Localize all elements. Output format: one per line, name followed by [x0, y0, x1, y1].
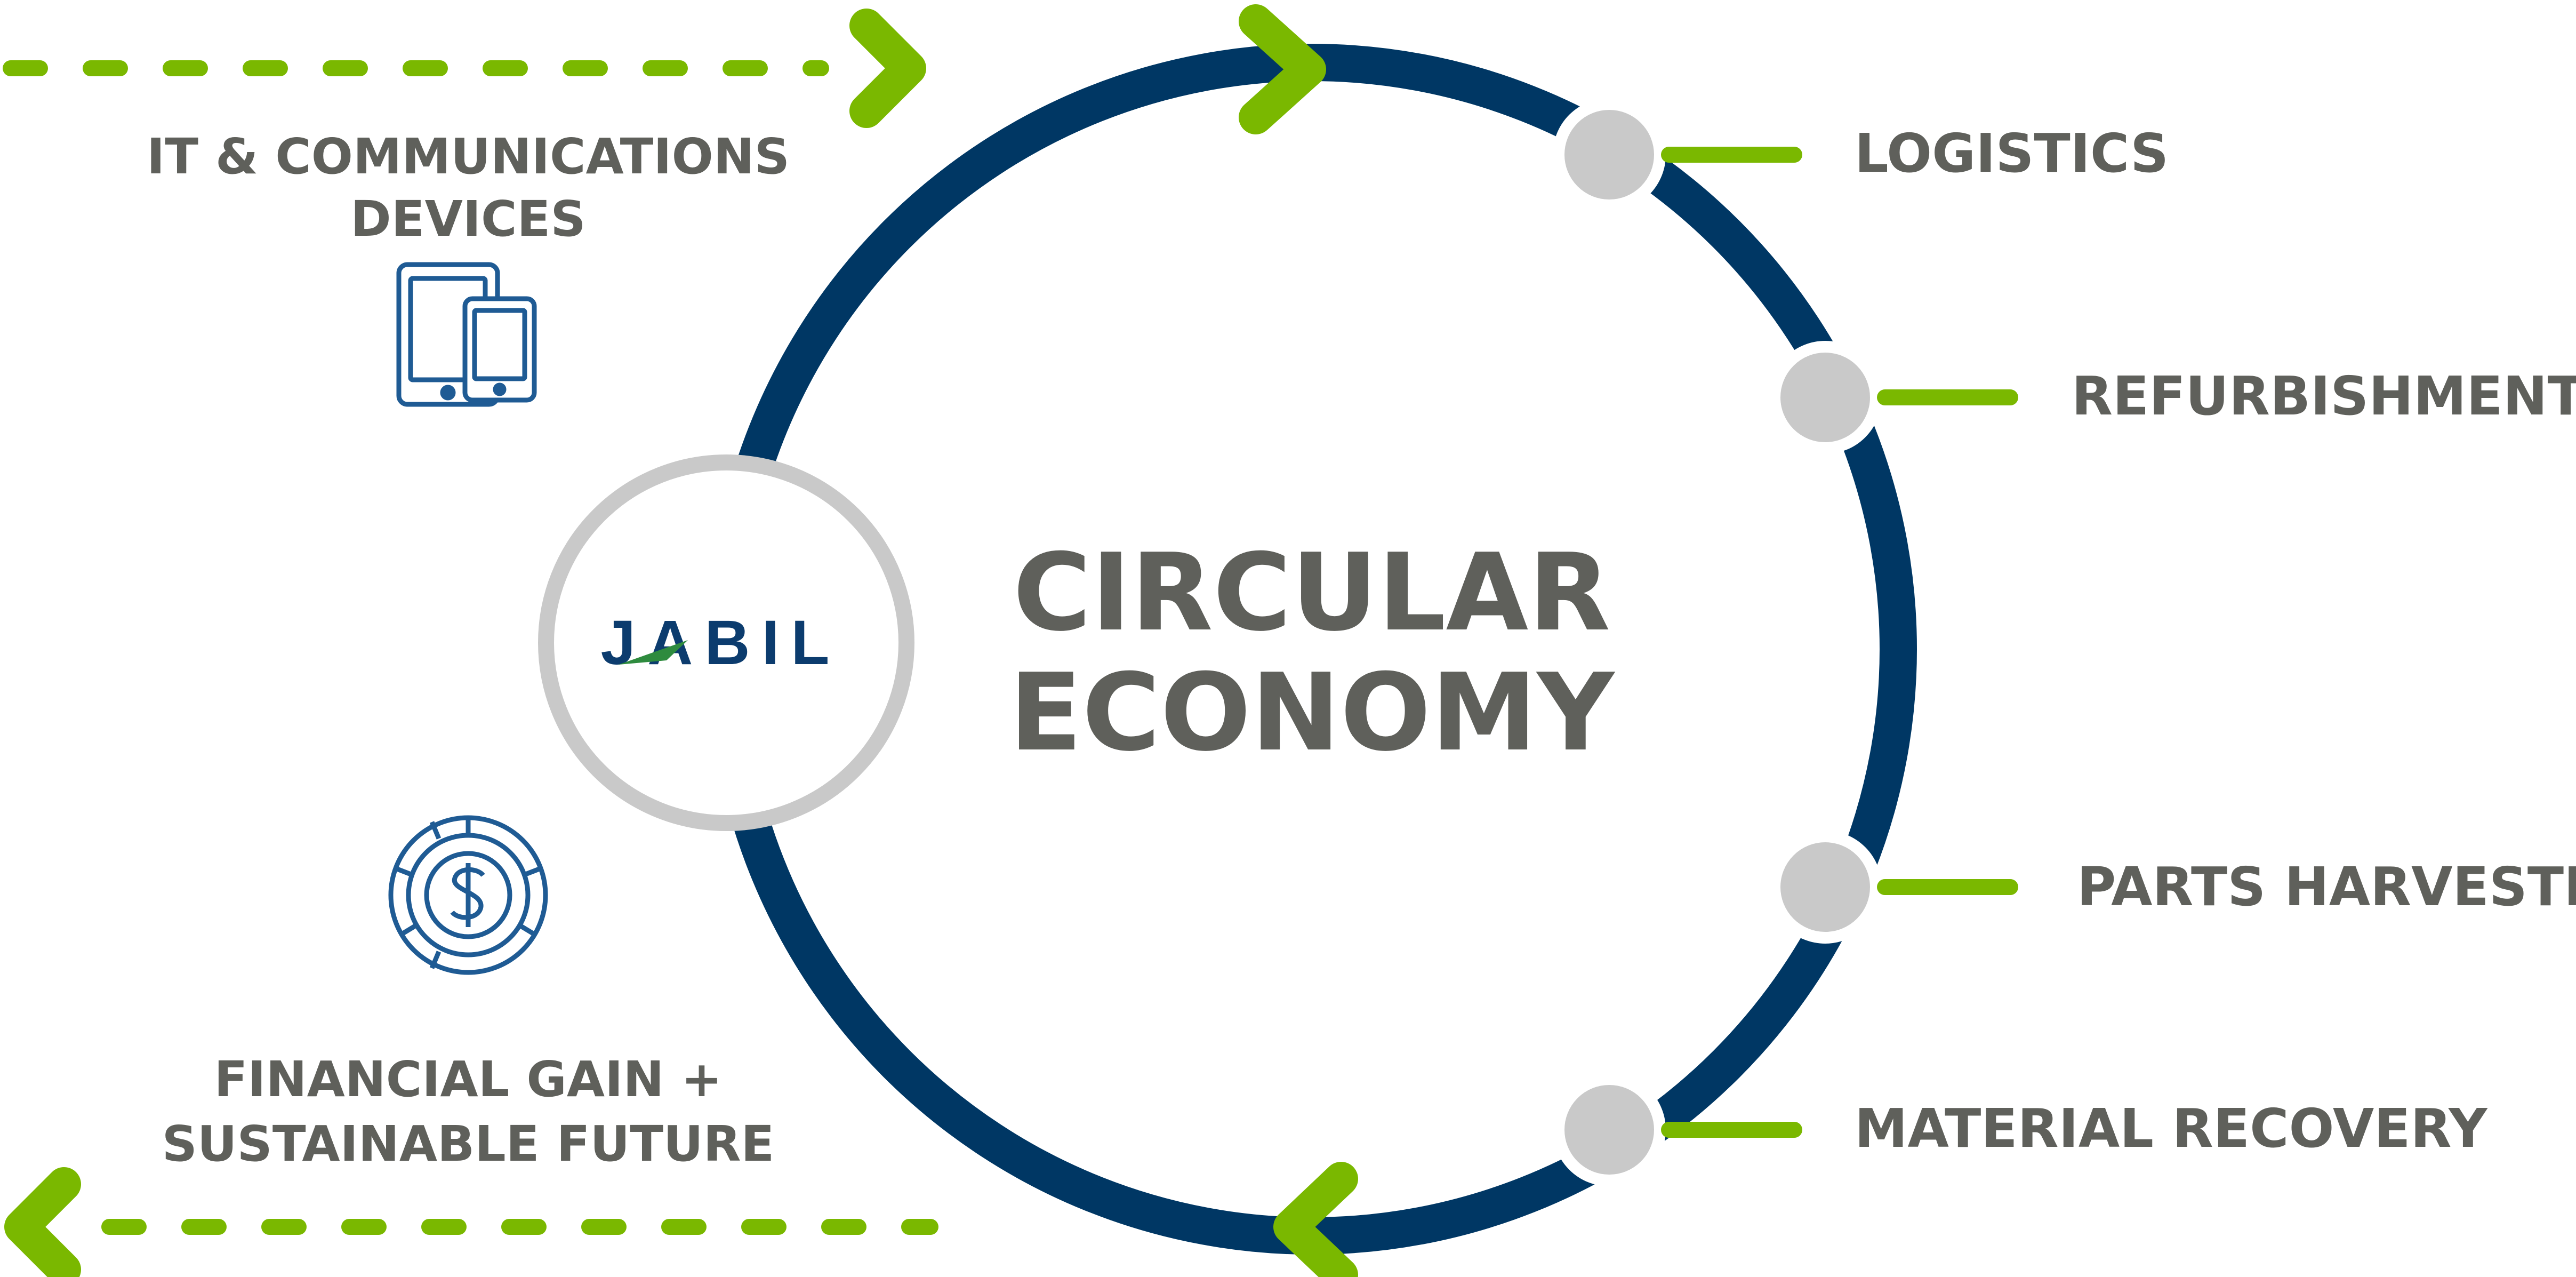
output-label-line1: FINANCIAL GAIN +	[214, 1051, 723, 1108]
stage-node	[1769, 831, 1882, 944]
logo-text: JABIL	[601, 608, 841, 678]
financial-gain-icon	[388, 815, 548, 975]
stage-label: MATERIAL RECOVERY	[1855, 1097, 2488, 1160]
jabil-logo: JABIL	[538, 454, 914, 831]
ring-bottom-chevron-icon	[1273, 1162, 1358, 1277]
stage-label: PARTS HARVESTING	[2077, 856, 2576, 918]
ring-top-chevron-icon	[1239, 4, 1326, 134]
stage-node	[1553, 1073, 1666, 1186]
stage-parts-harvesting: PARTS HARVESTING	[1769, 831, 2576, 944]
input-arrow-head-icon	[849, 9, 926, 128]
stage-material-recovery: MATERIAL RECOVERY	[1553, 1073, 2488, 1186]
devices-icon	[396, 262, 537, 407]
stage-refurbishment: REFURBISHMENT	[1769, 341, 2576, 454]
stage-label: LOGISTICS	[1855, 122, 2169, 185]
output-arrow-head-icon	[4, 1167, 81, 1277]
logo-circle	[538, 454, 914, 831]
output-label-line2: SUSTAINABLE FUTURE	[162, 1115, 775, 1172]
stage-label: REFURBISHMENT	[2072, 365, 2576, 427]
stage-node	[1553, 98, 1666, 211]
input-label-line2: DEVICES	[350, 190, 585, 248]
input-label-line1: IT & COMMUNICATIONS	[147, 128, 790, 185]
logo-swoosh-icon	[619, 640, 688, 665]
stage-node	[1769, 341, 1882, 454]
center-title-line1: CIRCULAR	[1013, 531, 1611, 655]
center-title-line2: ECONOMY	[1009, 651, 1616, 775]
stage-logistics: LOGISTICS	[1553, 98, 2169, 211]
